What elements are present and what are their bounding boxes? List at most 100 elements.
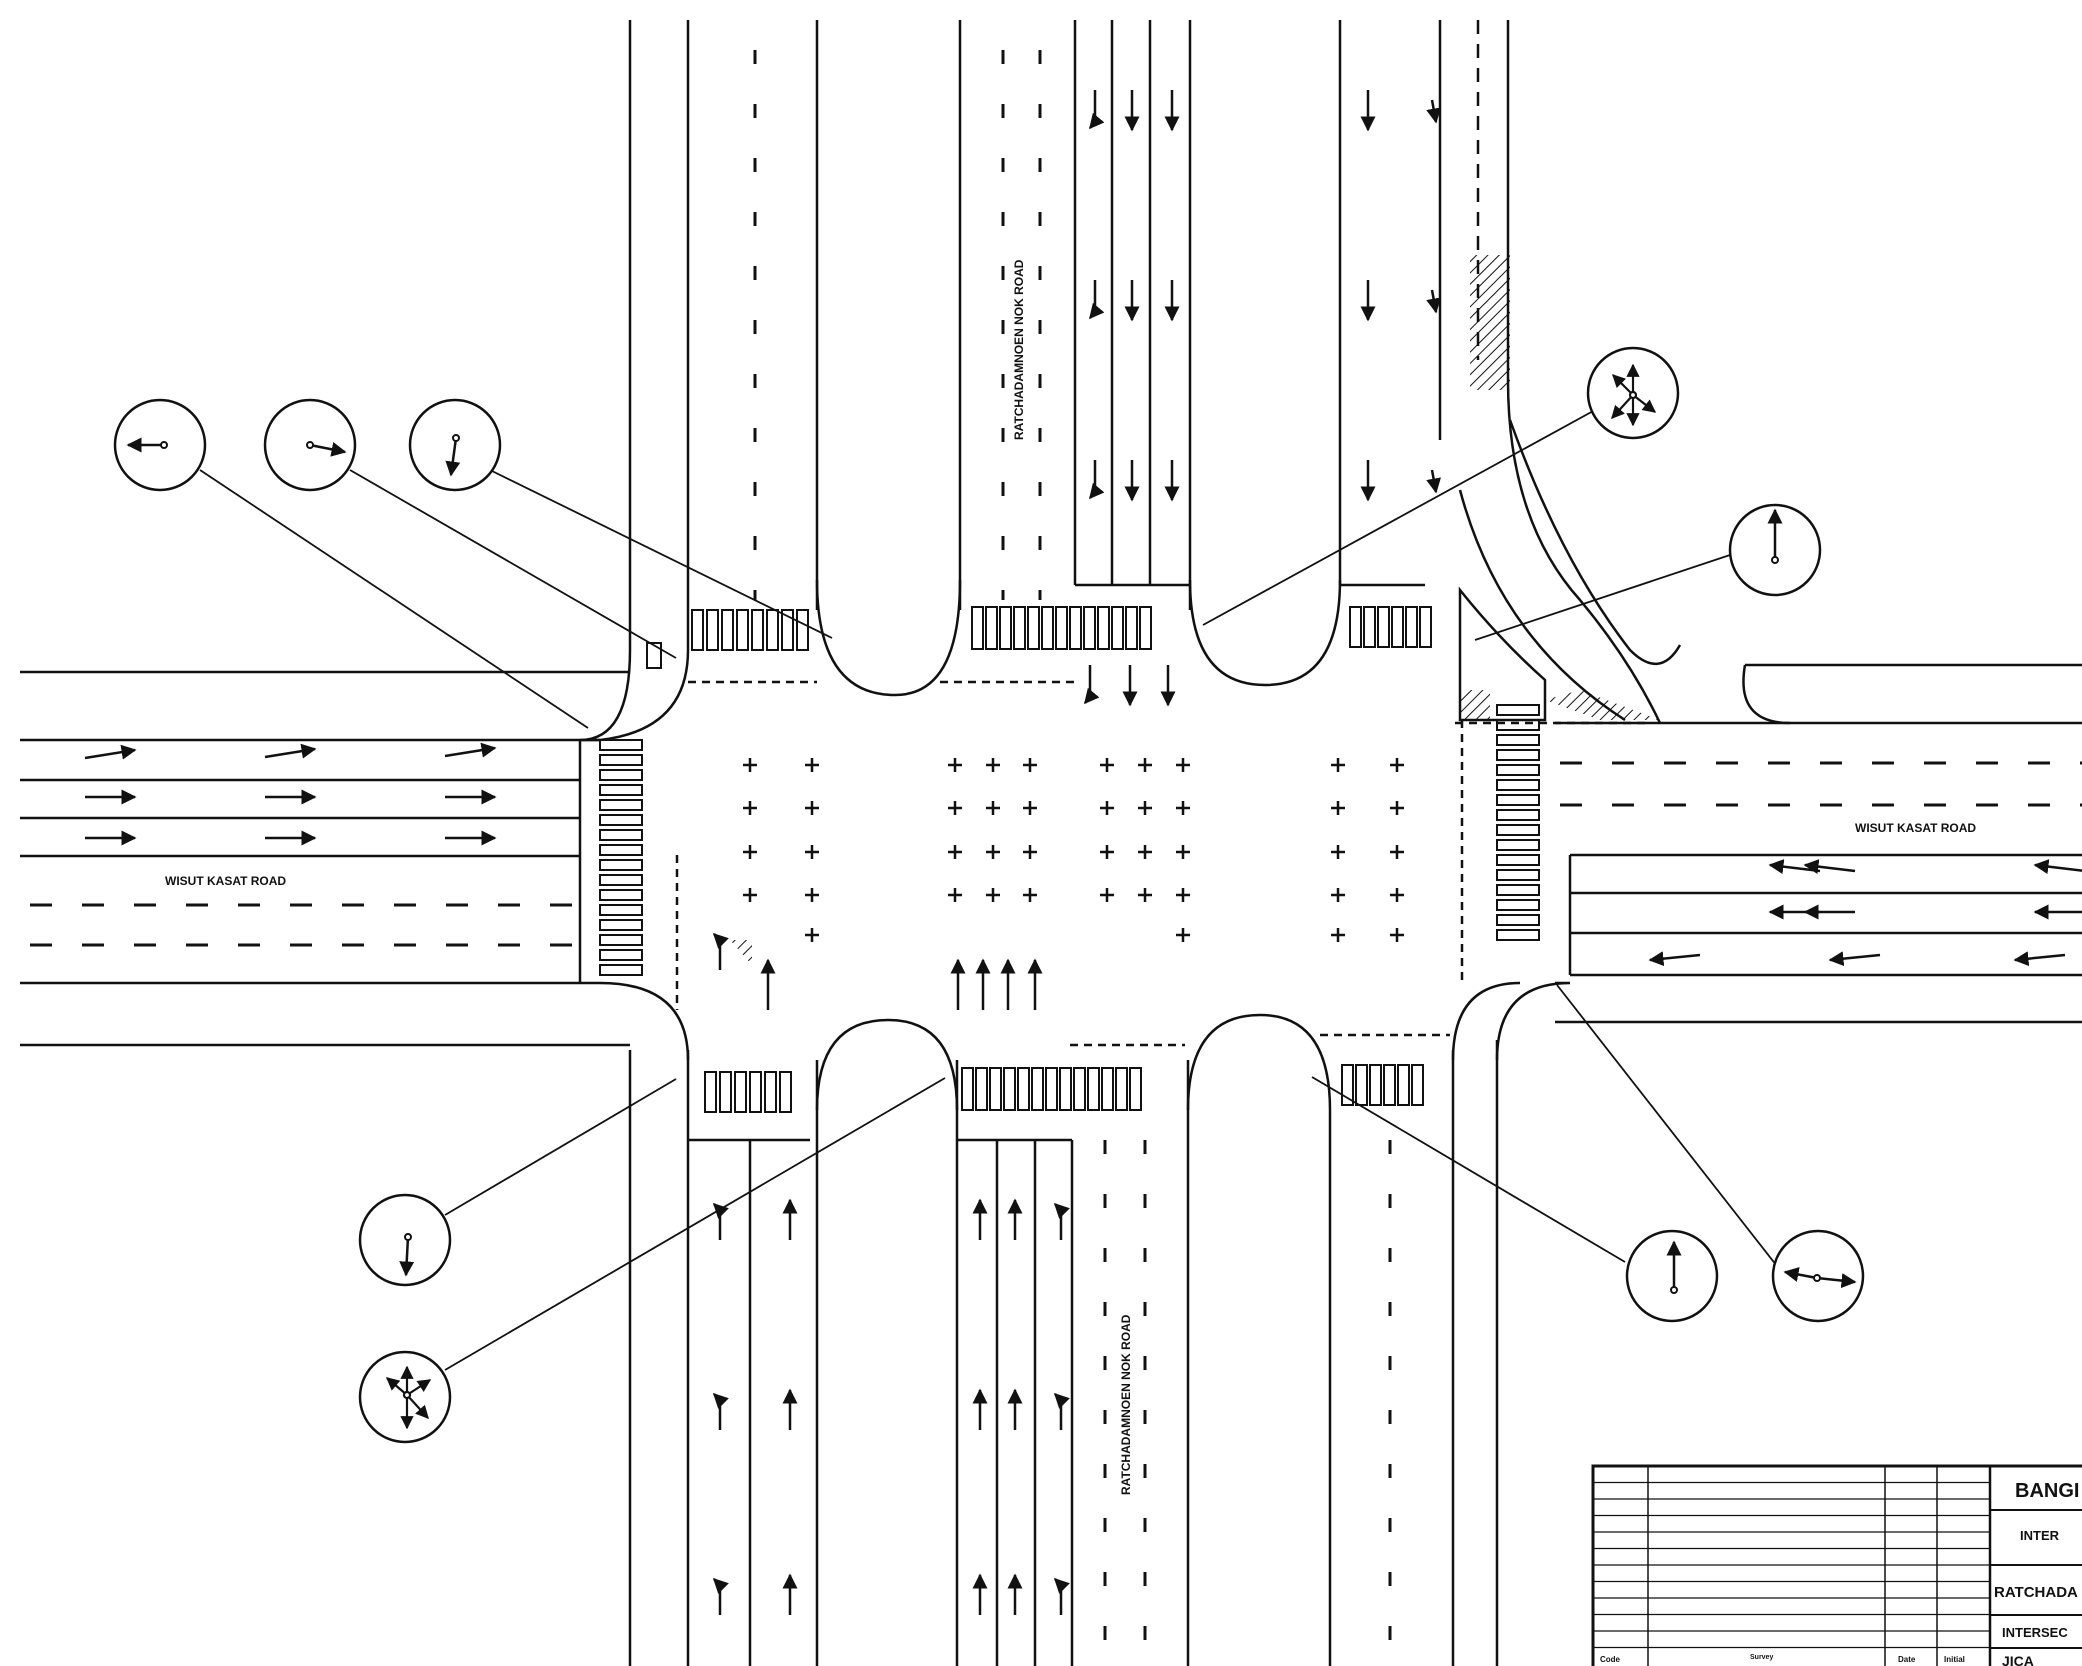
crosswalk-stripe <box>719 1071 732 1113</box>
crosswalk-stripe <box>1369 1064 1382 1106</box>
left-arrow-icon <box>126 437 168 453</box>
crosswalk-stripe <box>985 606 998 650</box>
lane-arrow <box>2033 859 2082 875</box>
crosswalk-stripe <box>1355 1064 1368 1106</box>
double-arrow-icon <box>1783 1267 1857 1289</box>
guide-cross <box>805 801 819 815</box>
south-approach <box>628 1013 1499 1666</box>
crosswalk-stripe <box>1129 1067 1142 1111</box>
crosswalk-stripe <box>1115 1067 1128 1111</box>
crosswalk-stripe <box>599 874 643 886</box>
road-label-north: RATCHADAMNOEN NOK ROAD <box>1012 259 1026 440</box>
crosswalk-stripe <box>796 609 809 651</box>
guide-cross <box>1023 845 1037 859</box>
hatched-island-sw <box>730 940 752 965</box>
crosswalk-stripe <box>599 859 643 871</box>
guide-cross <box>1331 888 1345 902</box>
guide-cross <box>805 758 819 772</box>
title-block-line2: INTER <box>2020 1528 2060 1543</box>
lane-arrow <box>1803 859 1856 875</box>
stop-lines <box>675 680 1650 1047</box>
crosswalk-stripe <box>999 606 1012 650</box>
lane-arrow <box>1426 469 1441 494</box>
down-arrow-icon <box>399 1233 415 1277</box>
guide-cross <box>1390 758 1404 772</box>
crosswalk-stripe <box>599 799 643 811</box>
north-approach <box>628 20 1510 697</box>
crosswalk-stripe <box>1003 1067 1016 1111</box>
multi-arrow-icon <box>385 1365 432 1430</box>
lane-arrow <box>1426 289 1441 314</box>
hatched-island-east <box>1545 690 1660 720</box>
crosswalk-stripe <box>599 814 643 826</box>
signal-sw-2 <box>358 1350 452 1444</box>
up-arrow-icon <box>1767 508 1783 564</box>
title-block-col-date: Date <box>1898 1655 1916 1664</box>
crosswalk-stripe <box>1496 779 1540 791</box>
guide-cross <box>1138 801 1152 815</box>
guide-cross <box>1176 845 1190 859</box>
crosswalk-stripe <box>736 609 749 651</box>
lane-arrow <box>84 744 137 760</box>
lane-arrow-turn <box>1089 90 1105 130</box>
lane-arrow-turn <box>1053 1577 1070 1615</box>
lane-arrow <box>1828 951 1881 967</box>
crosswalk-stripe <box>1045 1067 1058 1111</box>
lane-arrow-turn <box>1089 460 1105 500</box>
crosswalk-stripe <box>734 1071 747 1113</box>
crosswalk-stripe <box>599 784 643 796</box>
lane-arrow-turn <box>1053 1392 1070 1430</box>
lane-arrow-turn <box>1053 1202 1070 1240</box>
crosswalk-stripe <box>599 934 643 946</box>
guide-cross <box>805 888 819 902</box>
crosswalk-stripe <box>599 754 643 766</box>
hatched-island-se <box>1460 690 1490 720</box>
guide-cross <box>1390 801 1404 815</box>
signal-ne-2 <box>1728 503 1822 597</box>
crosswalk-stripe <box>1111 606 1124 650</box>
crosswalk-stripe <box>599 844 643 856</box>
title-block <box>1591 1464 2082 1666</box>
signal-controller-box <box>646 642 662 669</box>
signal-sw-1 <box>358 1193 452 1287</box>
guide-cross <box>1390 845 1404 859</box>
crosswalk-stripe <box>1041 606 1054 650</box>
guide-cross <box>743 888 757 902</box>
lane-arrow-turn <box>1084 665 1100 705</box>
crosswalk-stripe <box>599 919 643 931</box>
guide-cross <box>948 888 962 902</box>
signal-ne-1 <box>1586 346 1680 440</box>
crosswalk-stripe <box>1139 606 1152 650</box>
guide-cross <box>1023 801 1037 815</box>
guide-cross <box>1176 801 1190 815</box>
crosswalk-stripe <box>989 1067 1002 1111</box>
north-lane-dashes <box>753 50 1042 600</box>
guide-cross <box>743 758 757 772</box>
crosswalk-stripe <box>779 1071 792 1113</box>
crosswalk-stripe <box>1363 606 1376 648</box>
crosswalk-stripe <box>1031 1067 1044 1111</box>
crosswalk-stripe <box>971 606 984 650</box>
guide-cross <box>1390 928 1404 942</box>
guide-cross <box>805 845 819 859</box>
guide-cross <box>986 888 1000 902</box>
guide-cross <box>743 801 757 815</box>
up-arrow-icon <box>1666 1240 1682 1294</box>
crosswalk-stripe <box>1073 1067 1086 1111</box>
crosswalk-stripe <box>1377 606 1390 648</box>
west-approach <box>20 649 690 1061</box>
signal-heads <box>113 346 1865 1444</box>
crosswalk-stripe <box>1027 606 1040 650</box>
crosswalk-stripe <box>1496 839 1540 851</box>
crosswalk-stripe <box>1341 1064 1354 1106</box>
south-lane-dashes <box>1103 1140 1392 1660</box>
road-label-east: WISUT KASAT ROAD <box>1855 821 1976 835</box>
guide-cross <box>1176 888 1190 902</box>
crosswalk-stripe <box>1087 1067 1100 1111</box>
lane-arrow-turn <box>1089 280 1105 320</box>
guide-cross <box>986 758 1000 772</box>
guide-cross <box>743 845 757 859</box>
crosswalk-stripe <box>599 949 643 961</box>
crosswalk-stripe <box>704 1071 717 1113</box>
crosswalk-stripe <box>1496 794 1540 806</box>
